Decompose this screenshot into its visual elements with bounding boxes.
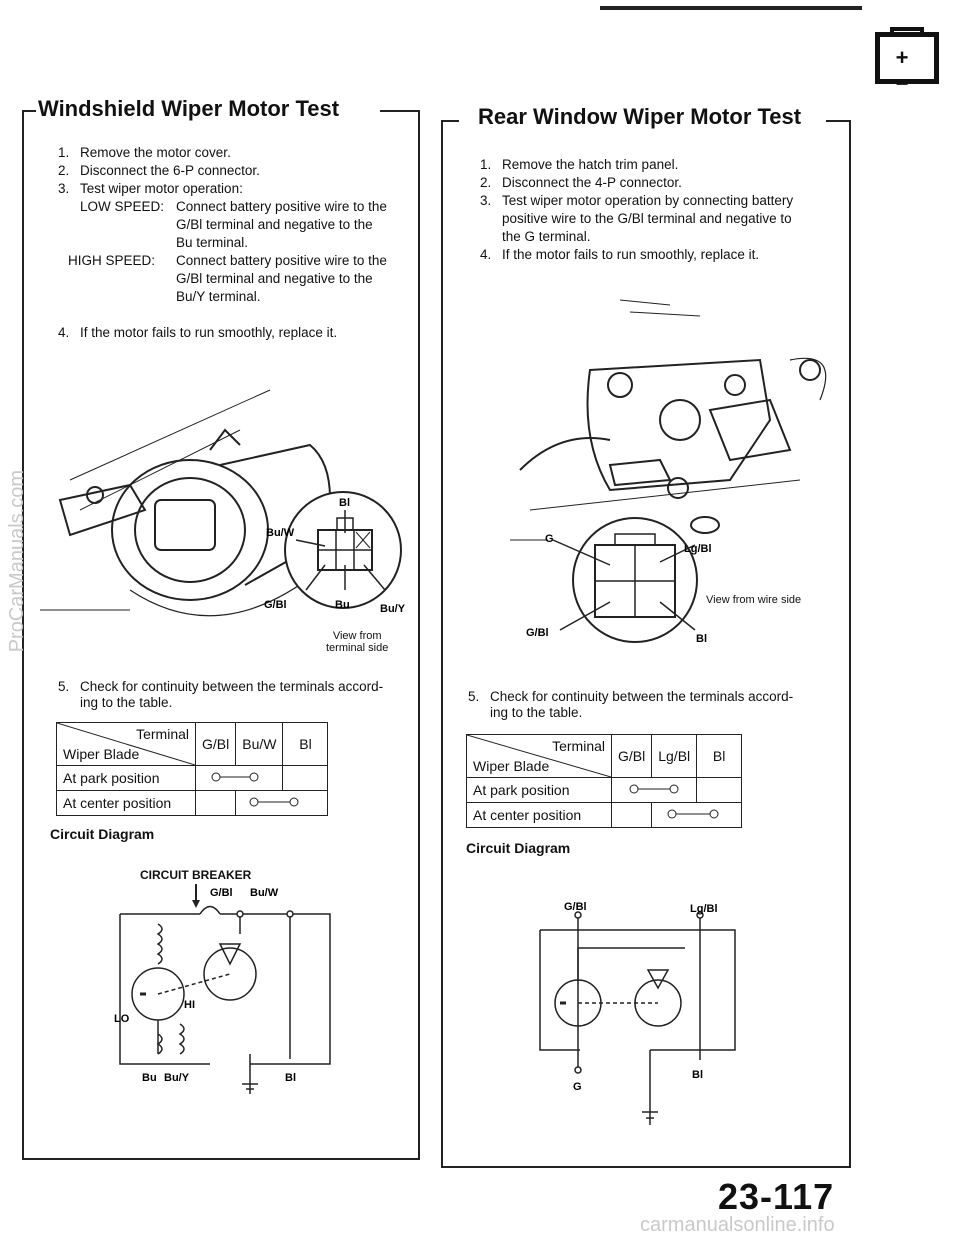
conn-label-bl: Bl <box>339 497 350 509</box>
rear-view-note: View from wire side <box>706 594 802 606</box>
front-circuit-diagram: G/Bl Bu/W HI LO Bu Bu/Y Bl <box>114 884 331 1094</box>
table-row: At center position <box>466 802 743 828</box>
rear-step-2: 2.Disconnect the 4-P connector. <box>480 175 682 190</box>
column-header: G/Bl <box>610 734 653 778</box>
conn-label-buy: Bu/Y <box>380 603 406 615</box>
front-section-title: Windshield Wiper Motor Test <box>38 96 340 122</box>
front-motor-illustration: Bl Bu/W G/Bl Bu Bu/Y <box>40 389 406 617</box>
conn-label-bl: Bl <box>696 633 707 645</box>
wire-label: G <box>573 1081 582 1093</box>
column-header: Bl <box>696 734 743 778</box>
rear-step-1: 1.Remove the hatch trim panel. <box>480 157 679 172</box>
front-step-1: 1.Remove the motor cover. <box>58 145 231 160</box>
front-circuit-heading: Circuit Diagram <box>50 826 155 842</box>
title-rule-left <box>441 120 459 122</box>
table-row: At park position <box>466 777 743 803</box>
side-watermark: ProCarManuals.com <box>6 470 28 653</box>
front-wiper-section <box>22 110 420 1160</box>
wire-label: Bu <box>142 1072 157 1084</box>
bottom-watermark: carmanualsonline.info <box>640 1214 835 1236</box>
title-rule-right <box>380 110 420 112</box>
low-speed-block: LOW SPEED:Connect battery positive wire … <box>80 199 387 250</box>
column-header: G/Bl <box>194 722 237 766</box>
table-header-diagonal: Terminal Wiper Blade <box>56 722 196 766</box>
title-rule-right <box>826 120 851 122</box>
lo-label: LO <box>114 1013 130 1025</box>
conn-label-g: G <box>545 533 554 545</box>
front-step-2: 2.Disconnect the 6-P connector. <box>58 163 260 178</box>
table-header-diagonal: Terminal Wiper Blade <box>466 734 612 778</box>
rear-motor-illustration: G Lg/Bl G/Bl Bl <box>510 299 827 645</box>
front-step-3: 3.Test wiper motor operation: <box>58 181 243 196</box>
rear-continuity-table: Terminal Wiper Blade G/Bl Lg/Bl Bl At pa… <box>466 734 743 828</box>
rear-step-5: 5.Check for continuity between the termi… <box>468 689 794 720</box>
rear-step-4: 4.If the motor fails to run smoothly, re… <box>480 247 760 262</box>
conn-label-gbl: G/Bl <box>264 599 287 611</box>
wire-label: Lg/Bl <box>690 903 718 915</box>
column-header: Lg/Bl <box>651 734 698 778</box>
front-steps: 1.Remove the motor cover. 2.Disconnect t… <box>58 144 418 342</box>
title-rule-left <box>22 110 36 112</box>
hi-label: HI <box>184 999 195 1011</box>
wire-label: G/Bl <box>210 887 233 899</box>
wire-label: Bl <box>285 1072 296 1084</box>
wire-label: Bl <box>692 1069 703 1081</box>
rear-steps: 1.Remove the hatch trim panel. 2.Disconn… <box>480 156 850 264</box>
high-speed-block: HIGH SPEED:Connect battery positive wire… <box>68 253 387 304</box>
conn-label-buw: Bu/W <box>266 527 295 539</box>
battery-icon: + − <box>875 27 939 96</box>
conn-label-lgbl: Lg/Bl <box>684 543 712 555</box>
table-row: At center position <box>56 790 329 816</box>
conn-label-bu: Bu <box>335 599 350 611</box>
wire-label: Bu/W <box>250 887 279 899</box>
wire-label: Bu/Y <box>164 1072 190 1084</box>
rear-section-title: Rear Window Wiper Motor Test <box>478 104 802 130</box>
wire-label: G/Bl <box>564 901 587 913</box>
front-step-5: 5.Check for continuity between the termi… <box>58 679 384 710</box>
column-header: Bu/W <box>235 722 284 766</box>
column-header: Bl <box>282 722 329 766</box>
rear-wiper-section <box>441 120 851 1168</box>
rear-step-3: 3.Test wiper motor operation by connecti… <box>480 193 794 208</box>
rear-circuit-heading: Circuit Diagram <box>466 840 571 856</box>
front-step-4: 4.If the motor fails to run smoothly, re… <box>58 325 338 340</box>
table-row: At park position <box>56 765 329 791</box>
page-number: 23-117 <box>718 1176 835 1217</box>
rear-circuit-diagram: G/Bl Lg/Bl G Bl <box>539 901 736 1125</box>
circuit-breaker-label: CIRCUIT BREAKER <box>140 868 252 882</box>
top-rule <box>600 6 862 10</box>
front-continuity-table: Terminal Wiper Blade G/Bl Bu/W Bl At par… <box>56 722 329 816</box>
conn-label-gbl: G/Bl <box>526 627 549 639</box>
